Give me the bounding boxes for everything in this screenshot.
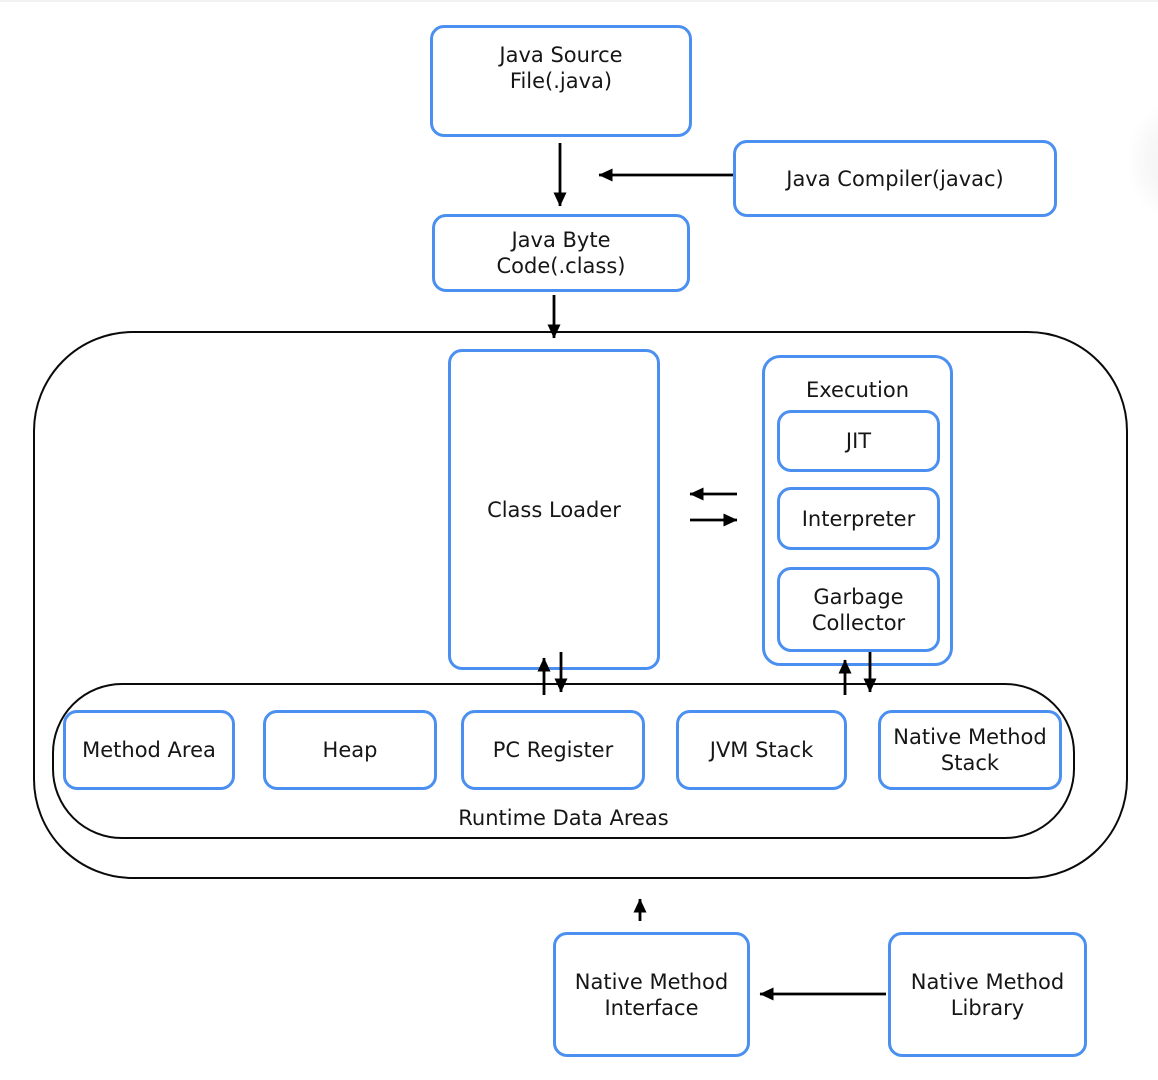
garbage-collector-label-2: Collector <box>811 610 906 635</box>
java-source-file-label: Java Source <box>499 43 623 67</box>
java-compiler-label: Java Compiler(javac) <box>786 166 1004 191</box>
native-method-stack-node: Native Method Stack <box>878 710 1062 790</box>
pc-register-label: PC Register <box>492 738 614 762</box>
java-source-file-label-2: File(.java) <box>509 69 613 93</box>
interpreter-label: Interpreter <box>801 506 916 531</box>
native-method-library-node: Native Method Library <box>888 932 1087 1057</box>
garbage-collector-label: Garbage <box>813 584 904 609</box>
heap-label: Heap <box>322 738 378 762</box>
java-compiler-node: Java Compiler(javac) <box>733 140 1057 217</box>
java-byte-code-node: Java Byte Code(.class) <box>432 214 690 292</box>
jvm-stack-node: JVM Stack <box>676 710 847 790</box>
jvm-stack-label: JVM Stack <box>709 738 814 762</box>
native-method-library-label-2: Library <box>950 995 1025 1020</box>
heap-node: Heap <box>263 710 437 790</box>
java-source-file-node: Java Source File(.java) <box>430 25 692 137</box>
garbage-collector-node: Garbage Collector <box>777 567 940 652</box>
native-method-interface-node: Native Method Interface <box>553 932 750 1057</box>
class-loader-label: Class Loader <box>487 497 621 522</box>
method-area-node: Method Area <box>63 710 235 790</box>
native-method-interface-label-2: Interface <box>604 995 699 1020</box>
interpreter-node: Interpreter <box>777 487 940 550</box>
pc-register-node: PC Register <box>461 710 645 790</box>
execution-engine-label: Execution <box>805 378 910 402</box>
native-method-interface-label: Native Method <box>574 969 729 994</box>
java-byte-code-label: Java Byte <box>511 228 611 252</box>
runtime-data-areas-label: Runtime Data Areas <box>458 806 669 830</box>
right-edge-blob-decoration <box>1126 100 1158 222</box>
java-byte-code-label-2: Code(.class) <box>496 254 626 278</box>
jit-node: JIT <box>777 410 940 472</box>
class-loader-node: Class Loader <box>448 349 660 670</box>
native-method-stack-label-2: Stack <box>940 751 1000 775</box>
jit-label: JIT <box>845 429 872 453</box>
native-method-library-label: Native Method <box>910 969 1065 994</box>
method-area-label: Method Area <box>82 738 216 762</box>
jvm-boundary-container <box>33 331 1128 879</box>
native-method-stack-label: Native Method <box>893 725 1047 749</box>
